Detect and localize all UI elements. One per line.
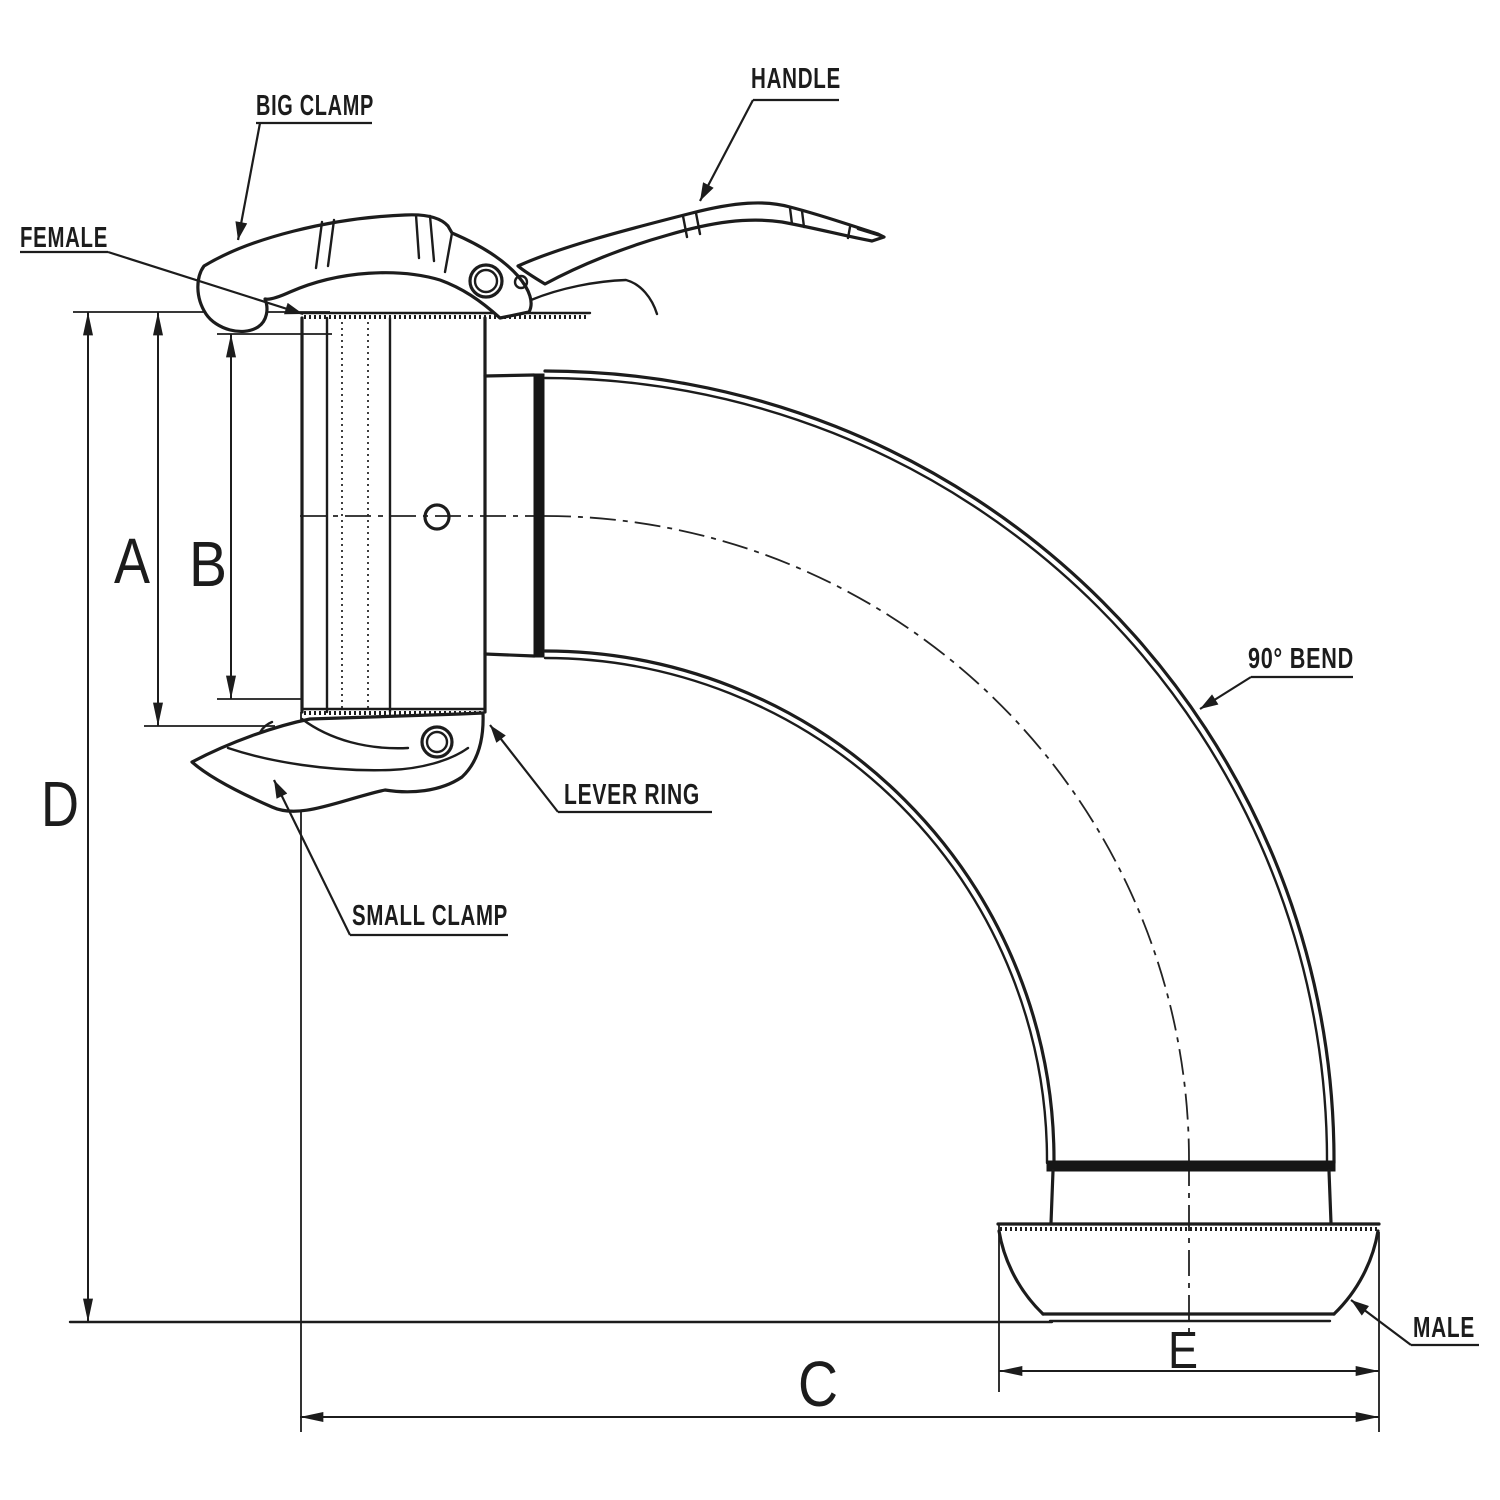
dim-letter-a: A: [114, 525, 150, 597]
dimension-lines: A B C D E: [41, 312, 1379, 1422]
small-clamp-grip-curve: [300, 717, 410, 750]
clamp-rear-hook: [529, 278, 659, 316]
handle-facet-line: [681, 214, 689, 239]
label-lever-ring: LEVER RING: [489, 724, 712, 814]
label-female-text: FEMALE: [20, 222, 108, 254]
bend-outer-arc: [543, 369, 1336, 1165]
weld-band: [533, 373, 545, 658]
clamp-facet-line: [414, 213, 421, 260]
small-clamp-drawing: [190, 711, 485, 813]
male-head-right-curve: [1332, 1229, 1380, 1316]
big-clamp-drawing: [196, 213, 659, 334]
bend-inner-arc-inner: [543, 656, 1049, 1165]
label-lever-ring-leader: [489, 724, 559, 813]
label-handle-text: HANDLE: [751, 63, 841, 95]
label-male-text: MALE: [1413, 1312, 1475, 1344]
handle-facet-line: [846, 225, 852, 240]
label-small-clamp-text: SMALL CLAMP: [352, 900, 508, 932]
centerlines: [300, 515, 1190, 1332]
stub-bottom-line: [483, 652, 536, 658]
stub-top-line: [483, 373, 536, 378]
ring-pin-hole: [423, 503, 451, 531]
handle-drawing: [516, 201, 886, 286]
label-handle: HANDLE: [699, 63, 841, 202]
male-neck-left: [1049, 1169, 1055, 1225]
label-big-clamp-leader: [235, 122, 262, 241]
male-adaptor-drawing: [996, 1160, 1381, 1323]
label-female-leader: [107, 250, 304, 316]
label-big-clamp-text: BIG CLAMP: [256, 90, 374, 122]
small-clamp-seam: [226, 746, 470, 772]
label-90-bend-text: 90° BEND: [1248, 643, 1354, 675]
label-handle-leader: [699, 99, 754, 202]
pivot-small-hole: [513, 274, 529, 290]
dimension-extension-lines: [68, 311, 1380, 1432]
handle-facet-line: [694, 211, 702, 236]
clamp-facet-line: [326, 218, 336, 268]
label-90-bend: 90° BEND: [1199, 643, 1354, 710]
centerline-arc: [544, 515, 1190, 1161]
pivot-bolt-outer: [468, 263, 504, 299]
handle-tip-line: [856, 227, 886, 239]
label-male: MALE: [1350, 1299, 1479, 1347]
dim-letter-b: B: [189, 528, 227, 600]
label-female: FEMALE: [20, 222, 304, 316]
small-clamp-bolt-outer: [420, 725, 454, 759]
male-head-left-curve: [997, 1229, 1045, 1316]
dim-letter-d: D: [41, 768, 79, 840]
male-weld-band: [1046, 1160, 1336, 1172]
part-labels: FEMALE BIG CLAMP HANDLE LEVER RING SMALL…: [20, 63, 1479, 1347]
dim-letter-e: E: [1168, 1322, 1198, 1380]
clamp-facet-line: [443, 231, 454, 274]
label-small-clamp: SMALL CLAMP: [273, 779, 508, 937]
label-big-clamp: BIG CLAMP: [235, 90, 374, 241]
label-lever-ring-text: LEVER RING: [564, 779, 700, 811]
female-coupling-drawing: [211, 277, 592, 770]
clamp-facet-line: [314, 220, 324, 270]
label-small-clamp-leader: [273, 779, 351, 936]
handle-facet-line: [800, 209, 806, 229]
handle-facet-line: [788, 206, 794, 226]
label-90-bend-leader: [1199, 676, 1252, 710]
dim-letter-c: C: [798, 1348, 838, 1420]
small-clamp-bolt-inner: [425, 730, 449, 754]
small-clamp-outline: [190, 711, 485, 813]
bend-inner-arc: [543, 649, 1056, 1165]
male-neck-right: [1327, 1169, 1333, 1225]
pipe-stub-drawing: [483, 373, 545, 658]
handle-outline: [516, 201, 886, 286]
pivot-bolt-inner: [473, 268, 499, 294]
bend-outer-arc-inner: [543, 376, 1329, 1165]
clamp-facet-line: [428, 214, 436, 263]
bend-pipe-drawing: [543, 369, 1336, 1165]
label-male-leader: [1350, 1299, 1412, 1346]
